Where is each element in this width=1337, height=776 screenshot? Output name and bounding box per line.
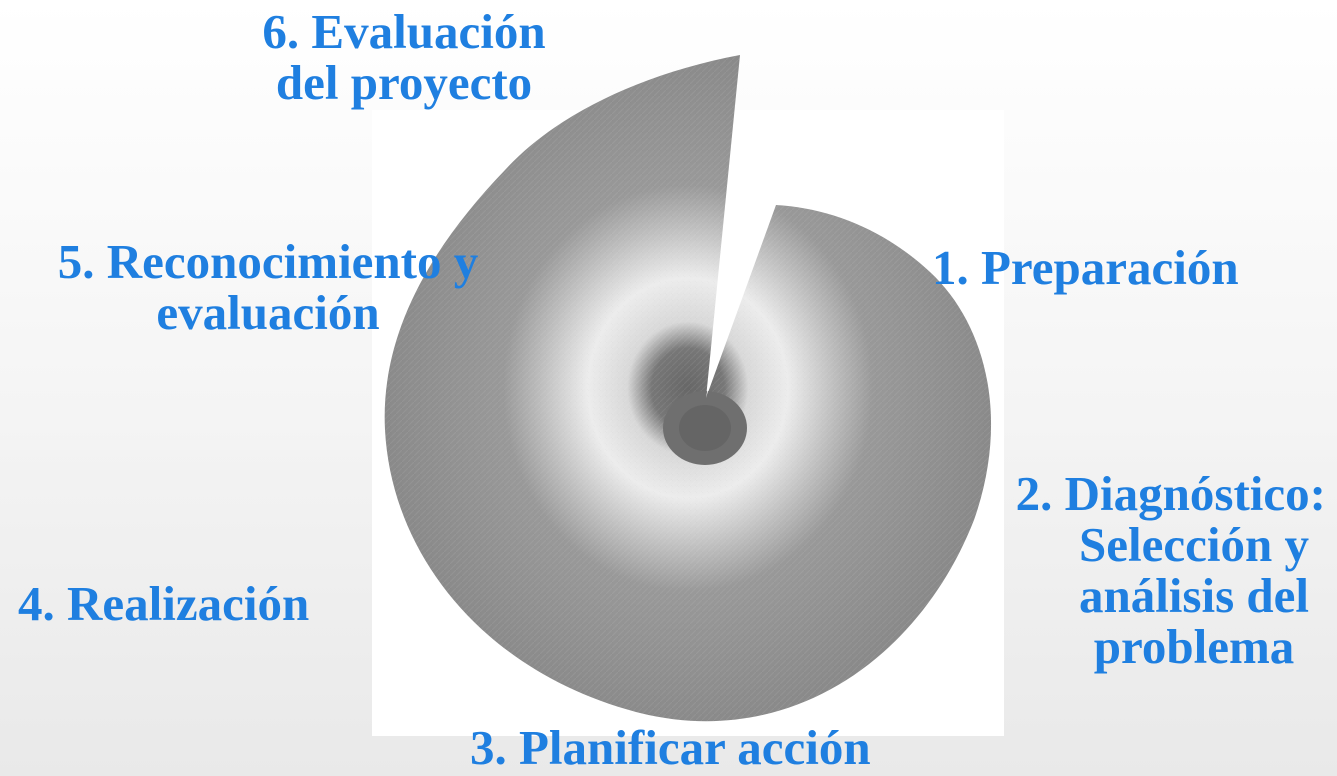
stage-4-line-1: 4. Realización xyxy=(18,576,310,631)
stage-2-line-1: 2. Diagnóstico: xyxy=(1015,466,1326,521)
stage-6-line-1: 6. Evaluación xyxy=(262,4,546,59)
stage-5-line-1: 5. Reconocimiento y xyxy=(57,234,479,289)
stage-2-line-2: Selección y xyxy=(1079,517,1309,572)
spiral-inner-wedge xyxy=(706,210,760,398)
stage-6-label: 6. Evaluación del proyecto xyxy=(248,6,560,108)
stage-1-line-1: 1. Preparación xyxy=(932,240,1239,295)
stage-2-label: 2. Diagnóstico: Selección y análisis del… xyxy=(994,468,1326,672)
stage-3-line-1: 3. Planificar acción xyxy=(470,720,871,775)
stage-6-line-2: del proyecto xyxy=(275,55,533,110)
stage-2-line-4: problema xyxy=(1093,619,1295,674)
stage-3-label: 3. Planificar acción xyxy=(470,722,871,773)
stage-5-line-2: evaluación xyxy=(156,285,380,340)
stage-2-line-3: análisis del xyxy=(1078,568,1310,623)
stage-1-label: 1. Preparación xyxy=(932,242,1239,293)
stage-5-label: 5. Reconocimiento y evaluación xyxy=(38,236,498,338)
stage-4-label: 4. Realización xyxy=(18,578,309,629)
